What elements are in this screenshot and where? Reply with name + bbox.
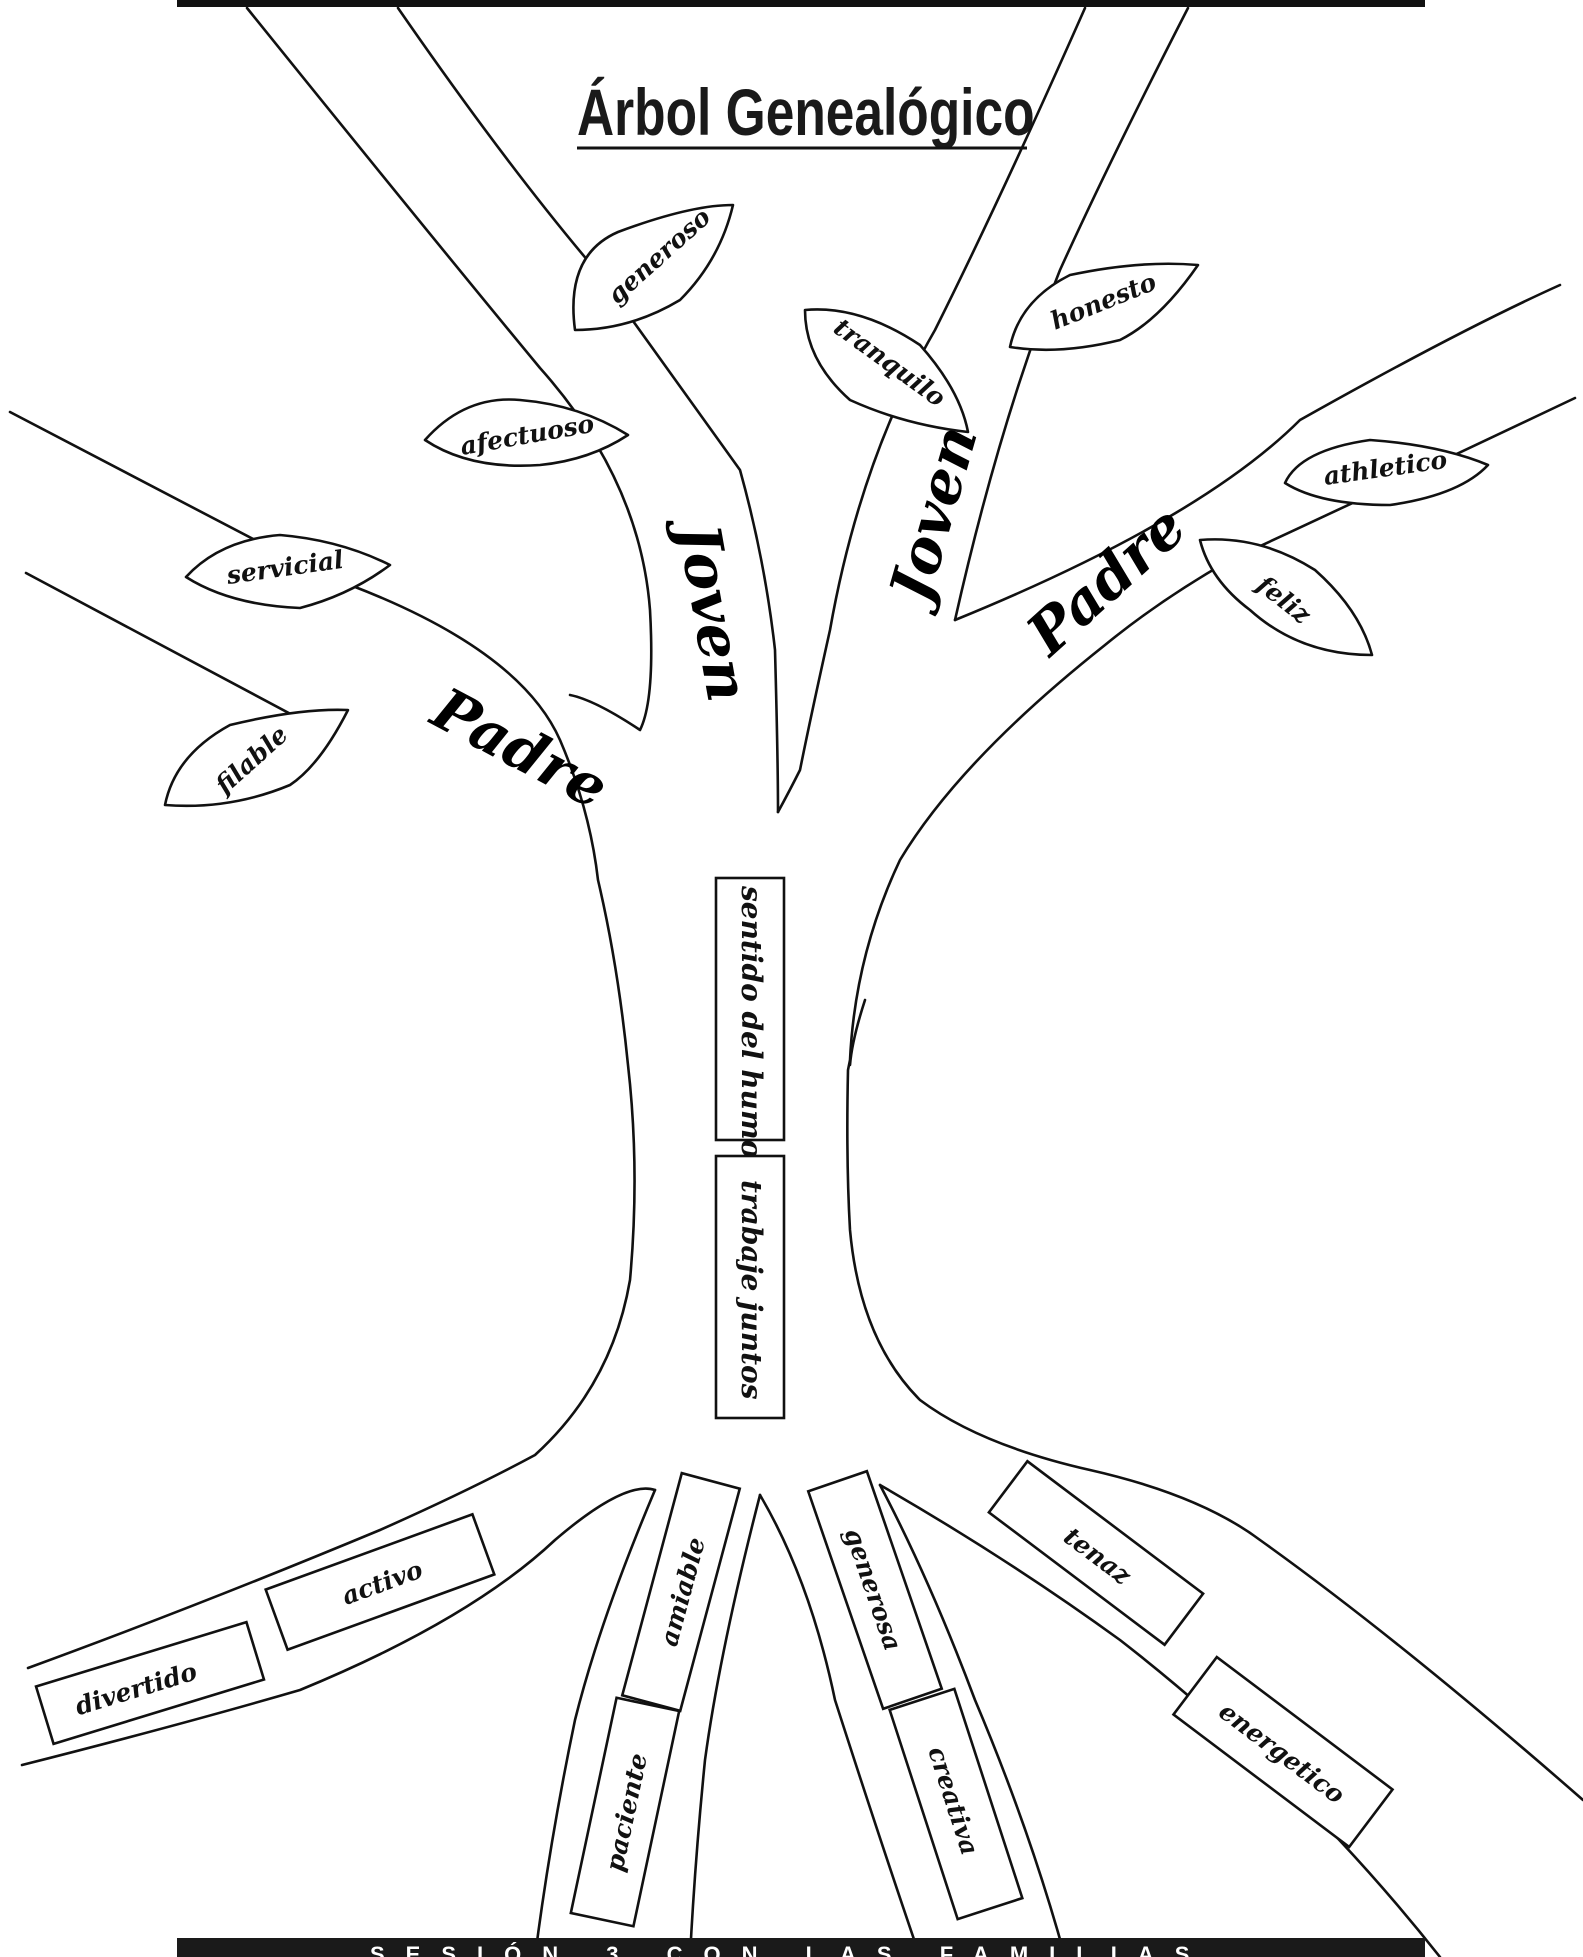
trunk-box-juntos: trabaje juntos xyxy=(716,1156,784,1418)
leaf-feliz: feliz xyxy=(1200,539,1372,655)
root-box-activo: activo xyxy=(266,1514,495,1649)
leaf-generoso: generoso xyxy=(573,202,733,330)
footer-text: SESIÓN 3 CON LAS FAMILIAS xyxy=(370,1942,1210,1957)
root-box-energetico: energetico xyxy=(1173,1657,1392,1847)
root-box-amiable: amiable xyxy=(622,1473,739,1711)
root-box-creativa: creativa xyxy=(890,1689,1023,1919)
label-padre-left: Padre xyxy=(420,673,619,822)
leaf-athletico: athletico xyxy=(1285,440,1488,505)
leaf-honesto: honesto xyxy=(1010,264,1198,350)
leaf-filable: filable xyxy=(165,710,348,806)
root-box-divertido: divertido xyxy=(36,1622,264,1744)
leaf-afectuoso: afectuoso xyxy=(425,400,628,466)
label-joven-left: Joven xyxy=(662,509,762,707)
trunk-box-humor: sentido del humor xyxy=(716,878,784,1175)
trunk-box-label: sentido del humor xyxy=(735,885,768,1175)
page-title: Árbol Genealógico xyxy=(577,75,1035,150)
branch-labels: Padre Joven Joven Padre xyxy=(420,418,1199,822)
top-border-bar xyxy=(177,0,1425,7)
label-joven-right: Joven xyxy=(873,418,990,618)
footer-band: SESIÓN 3 CON LAS FAMILIAS xyxy=(177,1938,1425,1957)
leaf-tranquilo: tranquilo xyxy=(805,309,968,432)
leaf-servicial: servicial xyxy=(186,535,390,608)
root-box-paciente: paciente xyxy=(571,1698,679,1926)
trunk-box-label: trabaje juntos xyxy=(735,1180,768,1400)
trunk-boxes: sentido del humor trabaje juntos xyxy=(716,878,784,1418)
leaves: generoso tranquilo honesto afectuoso ser… xyxy=(165,202,1488,806)
root-box-tenaz: tenaz xyxy=(989,1461,1203,1645)
